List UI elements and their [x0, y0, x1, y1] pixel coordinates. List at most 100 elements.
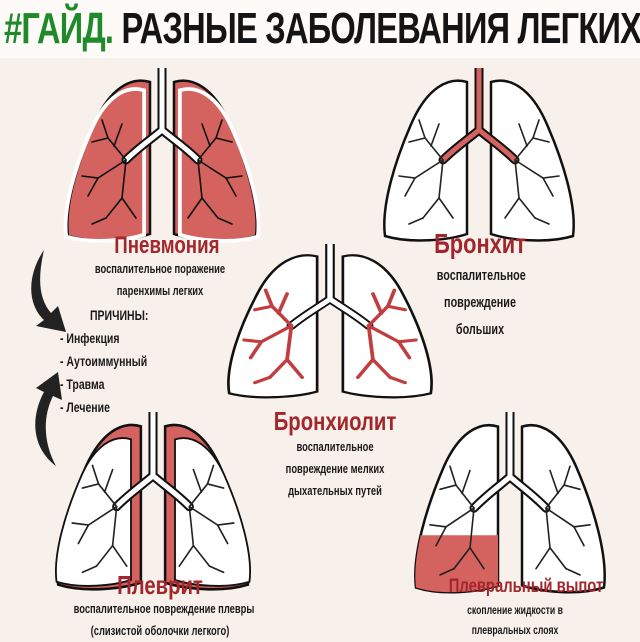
bronchiole-branch — [371, 292, 384, 315]
bronchitis-heading: Бронхит — [434, 228, 526, 259]
bronchiole-branch — [504, 197, 520, 219]
guide-tag: #ГАЙД. — [4, 4, 114, 53]
cause-item: - Травма — [60, 376, 105, 392]
cause-item: - Инфекция — [60, 330, 120, 346]
curved-arrow-up-icon — [35, 372, 62, 466]
bronchi-main — [123, 68, 201, 163]
pleurisy-lungs-illustration — [55, 412, 251, 591]
curved-arrow-down-icon — [31, 250, 66, 332]
bronchiole-branch — [225, 177, 237, 197]
bronchiole-branch — [461, 469, 471, 495]
bronchiole-branch — [217, 217, 233, 225]
bronchiole-branch — [192, 468, 203, 493]
header-banner: #ГАЙД. РАЗНЫЕ ЗАБОЛЕВАНИЯ ЛЕГКИХ — [0, 0, 640, 58]
bronchiole-branch — [111, 544, 128, 567]
right-lung — [489, 79, 575, 242]
left-lung-inner — [55, 437, 132, 587]
bronchiole-branch — [206, 483, 225, 489]
description-line: плевральных слоях — [471, 623, 559, 637]
bronchiole-branch — [439, 567, 455, 576]
bronchiole-branch — [201, 123, 211, 147]
bronchiole-branch — [549, 469, 559, 495]
bronchiole-branch — [404, 177, 416, 197]
bronchiole-branch — [430, 123, 440, 147]
bronchiole-branch — [113, 123, 123, 147]
bronchiolitis-description: воспалительное повреждение мелких дыхате… — [277, 436, 392, 502]
bronchiole-branch — [81, 483, 100, 489]
effusion-heading: Плевральный выпот — [448, 576, 604, 597]
bronchiole-branch — [248, 340, 264, 360]
bronchi-main — [288, 244, 372, 328]
bronchiole-branch — [253, 375, 272, 385]
description-line: воспалительное поражение — [94, 261, 226, 276]
bronchiole-branch — [103, 468, 114, 493]
bronchiole-branch — [396, 340, 412, 360]
pleurisy-description: воспалительное повреждение плевры (слизи… — [73, 598, 255, 642]
right-lung — [341, 254, 433, 399]
bronchiole-branch — [178, 544, 195, 567]
bronchiole-branch — [573, 526, 585, 547]
causes-list: ПРИЧИНЫ: - Инфекция - Аутоиммунный - Тра… — [60, 304, 148, 419]
title-text: РАЗНЫЕ ЗАБОЛЕВАНИЯ ЛЕГКИХ — [121, 4, 640, 53]
right-lung-inner — [174, 437, 251, 587]
bronchiole-branch — [408, 217, 424, 225]
description-line: (слизистой оболочки легкого) — [90, 623, 230, 638]
bronchiole-branch — [563, 484, 581, 491]
bronchiole-branch — [77, 524, 90, 545]
bronchiole-branch — [469, 546, 485, 570]
description-line: повреждение — [444, 294, 516, 311]
bronchiole-branch — [542, 177, 554, 197]
page-title: #ГАЙД. РАЗНЫЕ ЗАБОЛЕВАНИЯ ЛЕГКИХ — [4, 4, 640, 54]
bronchi-main — [114, 412, 192, 510]
bronchi-main — [440, 68, 518, 163]
bronchiole-branch — [565, 567, 581, 576]
right-lung — [520, 423, 606, 594]
bronchiole-branch — [356, 358, 375, 379]
effusion-lungs-illustration — [414, 412, 606, 594]
bronchiole-branch — [439, 484, 457, 491]
pleurisy-heading: Плеврит — [117, 570, 203, 600]
bronchiolitis-lungs-illustration — [227, 244, 433, 399]
bronchiole-branch — [216, 524, 229, 545]
description-line: воспалительное — [296, 439, 374, 454]
pleura-outline — [178, 87, 261, 243]
bronchiole-branch — [534, 217, 550, 225]
description-line: паренхимы легких — [116, 283, 204, 298]
bronchiole-branch — [535, 546, 551, 570]
bronchiole-branch — [87, 177, 99, 197]
bronchiole-branch — [435, 526, 447, 547]
bronchitis-description: воспалительное повреждение больших — [437, 262, 526, 343]
bronchiole-branch — [532, 137, 550, 143]
fluid-accumulation — [415, 535, 499, 593]
pneumonia-lungs-illustration — [63, 68, 261, 243]
bronchiole-branch — [388, 375, 407, 385]
bronchi-main — [471, 412, 549, 511]
bronchiole-branch — [208, 565, 225, 574]
left-lung — [383, 79, 469, 242]
causes-title: ПРИЧИНЫ: — [90, 307, 149, 323]
description-line: повреждение мелких — [285, 461, 385, 476]
bronchiole-branch — [187, 197, 203, 219]
bronchiole-branch — [81, 565, 98, 574]
description-line: воспалительное повреждение плевры — [73, 601, 255, 616]
bronchiole-branch — [276, 292, 289, 315]
bronchiole-branch — [215, 137, 233, 143]
bronchiole-branch — [91, 137, 109, 143]
cause-item: - Аутоиммунный — [60, 353, 148, 369]
bronchiolitis-heading: Бронхиолит — [273, 406, 397, 436]
left-lung — [227, 254, 319, 399]
cause-item: - Лечение — [60, 399, 110, 415]
bronchiole-branch — [518, 123, 528, 147]
bronchiole-branch — [408, 137, 426, 143]
bronchiole-branch — [285, 358, 304, 379]
pleura-outline — [63, 87, 147, 243]
bronchiole-branch — [91, 217, 107, 225]
bronchiole-branch — [121, 197, 137, 219]
bronchitis-lungs-illustration — [383, 68, 575, 242]
description-line: дыхательных путей — [288, 483, 382, 498]
bronchiole-branch — [253, 304, 274, 312]
description-line: скопление жидкости в — [467, 603, 563, 617]
bronchiole-branch — [386, 304, 407, 312]
pneumonia-heading: Пневмония — [114, 232, 220, 259]
bronchiole-branch — [438, 197, 454, 219]
